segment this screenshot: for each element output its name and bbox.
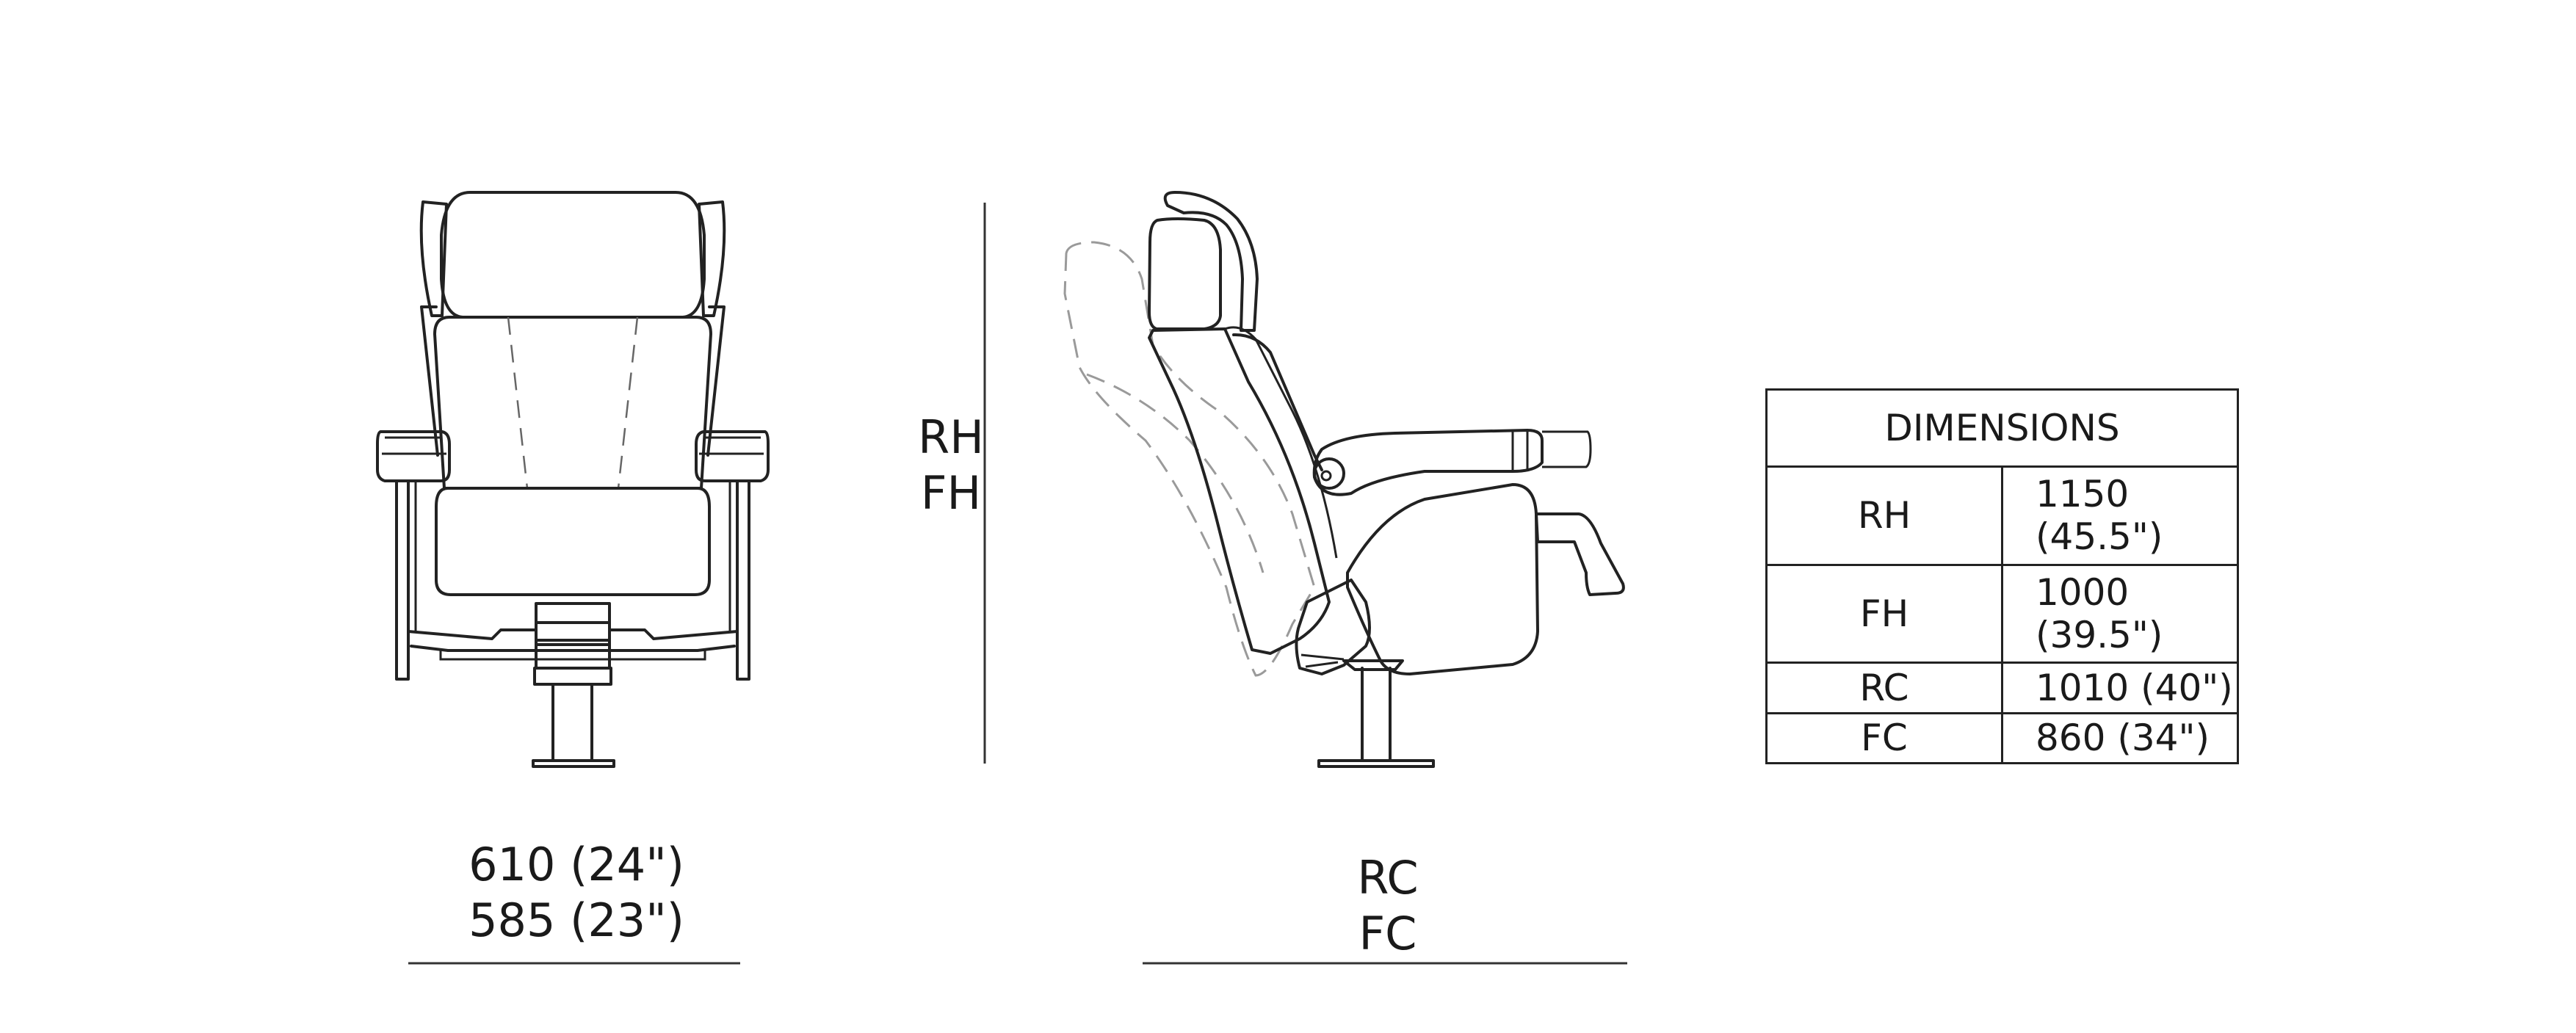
dimension-code: RC <box>1765 662 2003 714</box>
dimension-code: FC <box>1765 711 2003 765</box>
dimension-code: RH <box>1765 465 2003 566</box>
depth-label-fc: FC <box>1358 907 1417 960</box>
front-seat-cushion <box>435 487 711 596</box>
side-mechanism <box>1295 579 1371 675</box>
table-row: FH 1000 (39.5") <box>1765 563 2239 664</box>
side-backrest <box>1148 327 1331 655</box>
front-view-seat <box>376 191 770 768</box>
dimensions-table-header: DIMENSIONS <box>1765 388 2239 468</box>
dimension-value: 1010 (40") <box>2001 662 2239 714</box>
side-base-plate <box>1317 759 1435 768</box>
front-right-wing <box>698 200 726 317</box>
front-right-armrest-cup <box>699 436 764 455</box>
front-left-arm-leg <box>395 479 410 681</box>
side-recline-ghost <box>1063 241 1316 677</box>
side-armrest-pad-end <box>1542 430 1592 468</box>
width-dimension-labels: 610 (24") 585 (23") <box>411 837 742 949</box>
dimension-value: 860 (34") <box>2001 711 2239 765</box>
side-recline-ghost-inner <box>1086 373 1265 573</box>
front-left-armrest-cup <box>382 436 446 455</box>
front-left-wing <box>419 200 448 317</box>
front-back-seam-right <box>617 316 639 489</box>
width-label-rh: 610 (24") <box>468 838 684 891</box>
dimension-value: 1150 (45.5") <box>2001 465 2239 566</box>
dimension-code: FH <box>1765 563 2003 664</box>
side-pedestal-cap <box>1342 659 1404 671</box>
front-back-seam-left <box>507 316 529 489</box>
side-view-seat <box>1063 191 1625 768</box>
depth-label-rc: RC <box>1357 851 1419 905</box>
side-armrest-pad-joint <box>1511 430 1529 471</box>
height-label-rh: RH <box>918 410 984 464</box>
table-row: RH 1150 (45.5") <box>1765 465 2239 566</box>
front-base-plate <box>532 759 615 768</box>
side-seat-pan <box>1346 483 1539 675</box>
front-right-arm-leg <box>736 479 750 681</box>
side-pedestal <box>1361 667 1392 762</box>
front-mechanism-base <box>533 667 612 686</box>
width-label-fh: 585 (23") <box>468 894 684 947</box>
side-mechanism-detail <box>1300 653 1345 668</box>
side-tray <box>1535 512 1625 596</box>
front-headrest <box>440 191 706 319</box>
side-arm-pivot <box>1313 457 1345 490</box>
front-right-armrest <box>695 430 770 482</box>
front-back-frame <box>420 305 726 457</box>
front-seat-frame <box>407 628 739 652</box>
front-seat-frame-lower <box>439 650 706 661</box>
side-backrest-edge <box>1224 326 1338 559</box>
height-label-fh: FH <box>920 466 982 520</box>
side-arm-pivot-inner <box>1320 470 1332 482</box>
front-backrest <box>433 316 712 490</box>
dimension-value: 1000 (39.5") <box>2001 563 2239 664</box>
depth-dimension-labels: RC FC <box>1149 850 1627 962</box>
side-headrest-hook <box>1163 191 1259 332</box>
front-pedestal <box>551 683 593 762</box>
table-row: FC 860 (34") <box>1765 711 2239 765</box>
height-dimension-labels: RH FH <box>907 410 995 521</box>
side-arm-support <box>1232 333 1323 471</box>
side-headrest <box>1148 217 1222 330</box>
dimensions-table: DIMENSIONS RH 1150 (45.5") FH 1000 (39.5… <box>1765 388 2239 765</box>
front-left-armrest <box>376 430 451 482</box>
dimensions-table-header-row: DIMENSIONS <box>1765 388 2239 468</box>
table-row: RC 1010 (40") <box>1765 662 2239 714</box>
